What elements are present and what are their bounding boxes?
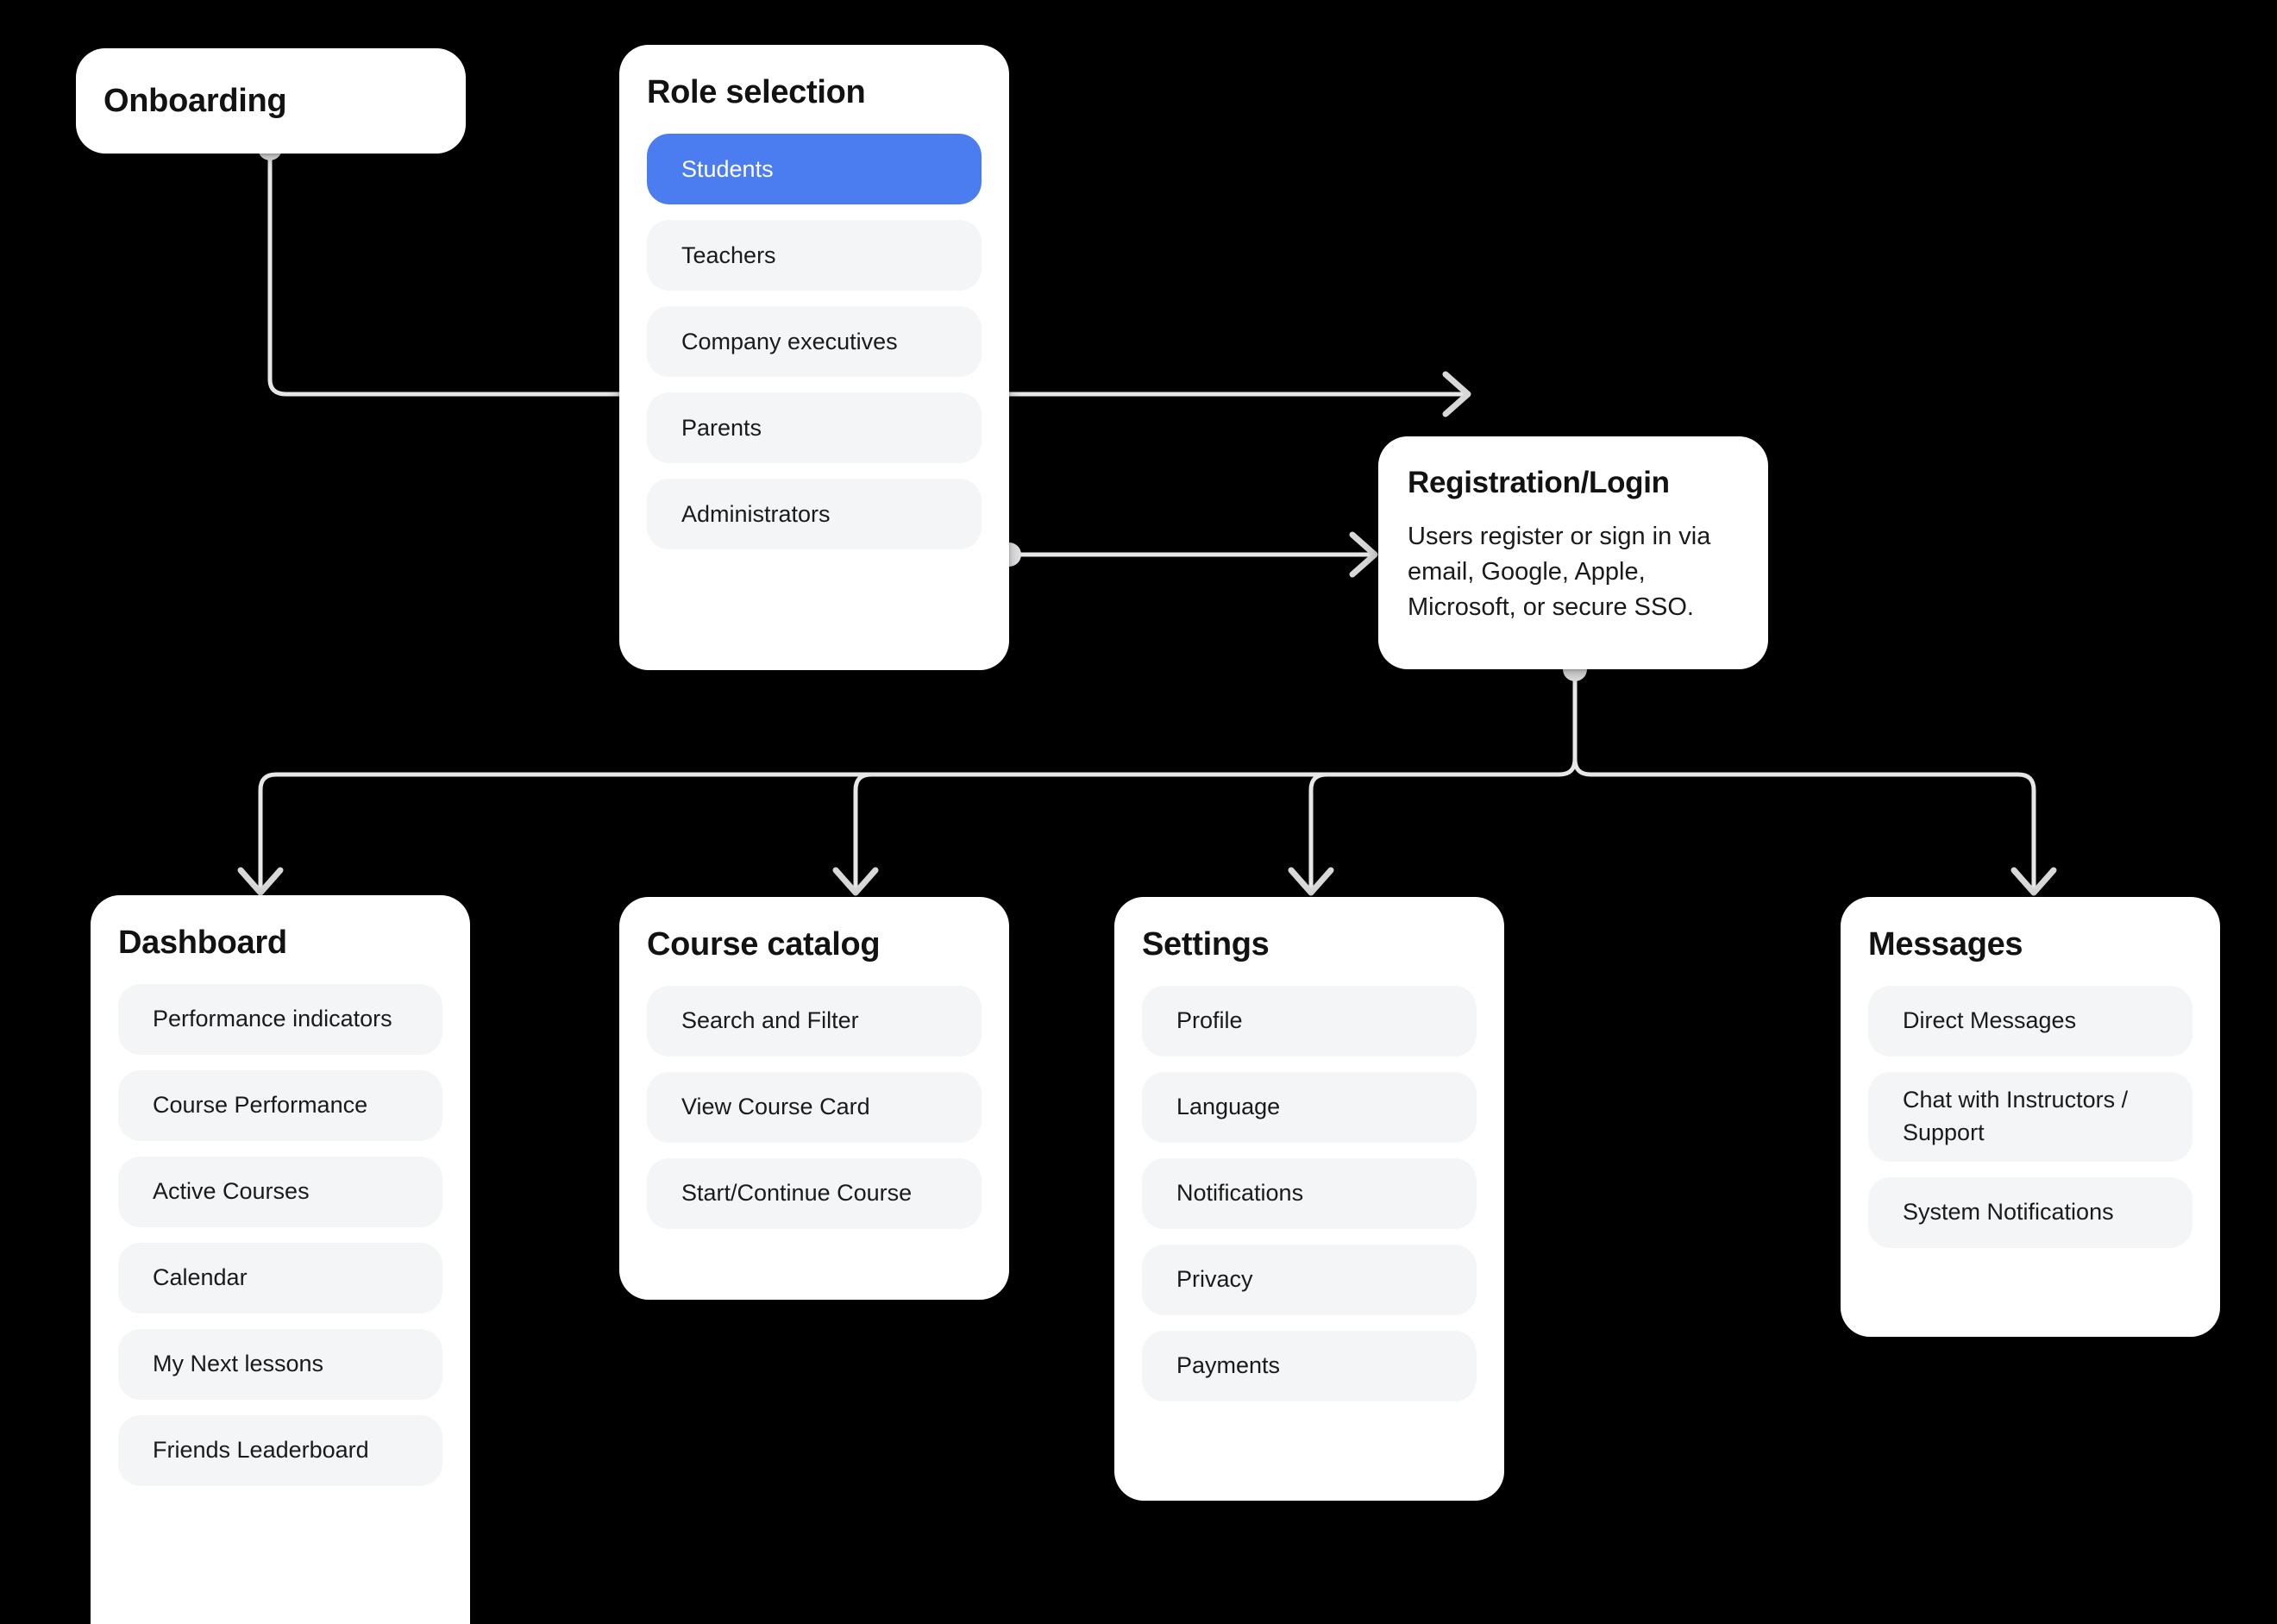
- messages-item-system-notifications[interactable]: System Notifications: [1868, 1176, 2192, 1248]
- messages-item-direct-messages[interactable]: Direct Messages: [1868, 986, 2192, 1057]
- settings-item-payments[interactable]: Payments: [1142, 1331, 1477, 1401]
- settings-item-label: Language: [1176, 1094, 1281, 1120]
- dashboard-item-label: My Next lessons: [153, 1351, 324, 1377]
- arrowhead-dashboard: [237, 867, 284, 896]
- role-option-teachers[interactable]: Teachers: [647, 220, 982, 291]
- catalog-item-search-and-filter[interactable]: Search and Filter: [647, 986, 982, 1057]
- dashboard-item-friends-leaderboard[interactable]: Friends Leaderboard: [118, 1415, 442, 1486]
- dashboard-item-label: Active Courses: [153, 1178, 310, 1205]
- settings-item-privacy[interactable]: Privacy: [1142, 1245, 1477, 1315]
- edge-bus-right: [1572, 756, 2036, 893]
- dashboard-item-label: Friends Leaderboard: [153, 1437, 369, 1464]
- node-messages-title: Messages: [1868, 926, 2023, 962]
- node-onboarding-title: Onboarding: [104, 83, 287, 119]
- edge-bus-to-settings: [1308, 772, 1329, 893]
- messages-item-label: System Notifications: [1903, 1198, 2114, 1225]
- node-dashboard-title: Dashboard: [118, 925, 287, 961]
- dashboard-item-label: Course Performance: [153, 1092, 368, 1119]
- dashboard-item-course-performance[interactable]: Course Performance: [118, 1070, 442, 1141]
- dashboard-item-calendar[interactable]: Calendar: [118, 1243, 442, 1314]
- role-option-label: Students: [681, 155, 774, 182]
- dashboard-item-active-courses[interactable]: Active Courses: [118, 1157, 442, 1227]
- dashboard-item-label: Calendar: [153, 1264, 248, 1291]
- node-dashboard[interactable]: Dashboard Performance indicators Course …: [91, 895, 470, 1624]
- role-option-label: Parents: [681, 414, 762, 441]
- settings-item-notifications[interactable]: Notifications: [1142, 1158, 1477, 1229]
- dashboard-item-my-next-lessons[interactable]: My Next lessons: [118, 1329, 442, 1400]
- node-course-catalog-title: Course catalog: [647, 926, 881, 962]
- settings-item-label: Payments: [1176, 1352, 1281, 1379]
- settings-item-label: Privacy: [1176, 1266, 1253, 1293]
- node-course-catalog[interactable]: Course catalog Search and Filter View Co…: [619, 897, 1009, 1300]
- role-option-company-executives[interactable]: Company executives: [647, 306, 982, 377]
- catalog-item-label: Search and Filter: [681, 1007, 859, 1034]
- arrowhead-messages: [2010, 867, 2057, 896]
- dashboard-item-label: Performance indicators: [153, 1006, 392, 1032]
- node-role-selection[interactable]: Role selection Students Teachers Company…: [619, 45, 1009, 670]
- node-registration-login-description: Users register or sign in via email, Goo…: [1408, 523, 1711, 622]
- settings-item-label: Profile: [1176, 1007, 1243, 1034]
- role-option-label: Administrators: [681, 500, 831, 527]
- node-messages[interactable]: Messages Direct Messages Chat with Instr…: [1841, 897, 2220, 1337]
- messages-item-label: Chat with Instructors / Support: [1903, 1087, 2129, 1145]
- edge-registration-to-bus: [258, 667, 1578, 893]
- node-registration-login[interactable]: Registration/Login Users register or sig…: [1378, 436, 1768, 669]
- messages-item-label: Direct Messages: [1903, 1007, 2077, 1034]
- node-registration-login-title: Registration/Login: [1408, 466, 1670, 499]
- arrowhead-catalog: [832, 867, 879, 896]
- dashboard-item-performance-indicators[interactable]: Performance indicators: [118, 984, 442, 1055]
- role-option-administrators[interactable]: Administrators: [647, 479, 982, 549]
- node-onboarding[interactable]: Onboarding: [76, 48, 466, 154]
- settings-item-language[interactable]: Language: [1142, 1072, 1477, 1143]
- arrowhead-registration: [1349, 531, 1378, 578]
- catalog-item-label: Start/Continue Course: [681, 1180, 913, 1207]
- role-option-label: Company executives: [681, 328, 898, 354]
- node-role-selection-title: Role selection: [647, 74, 866, 110]
- catalog-item-view-course-card[interactable]: View Course Card: [647, 1072, 982, 1143]
- settings-item-profile[interactable]: Profile: [1142, 986, 1477, 1057]
- node-settings-title: Settings: [1142, 926, 1270, 962]
- role-option-students[interactable]: Students: [647, 134, 982, 204]
- catalog-item-start-continue-course[interactable]: Start/Continue Course: [647, 1158, 982, 1229]
- role-option-parents[interactable]: Parents: [647, 392, 982, 463]
- messages-item-chat-with-instructors-support[interactable]: Chat with Instructors / Support: [1868, 1072, 2192, 1162]
- edge-bus-to-catalog: [853, 772, 874, 893]
- arrowhead-role-selection: [1442, 371, 1471, 417]
- arrowhead-settings: [1288, 867, 1334, 896]
- settings-item-label: Notifications: [1176, 1180, 1304, 1207]
- role-option-label: Teachers: [681, 241, 776, 268]
- catalog-item-label: View Course Card: [681, 1094, 870, 1120]
- node-settings[interactable]: Settings Profile Language Notifications …: [1114, 897, 1504, 1501]
